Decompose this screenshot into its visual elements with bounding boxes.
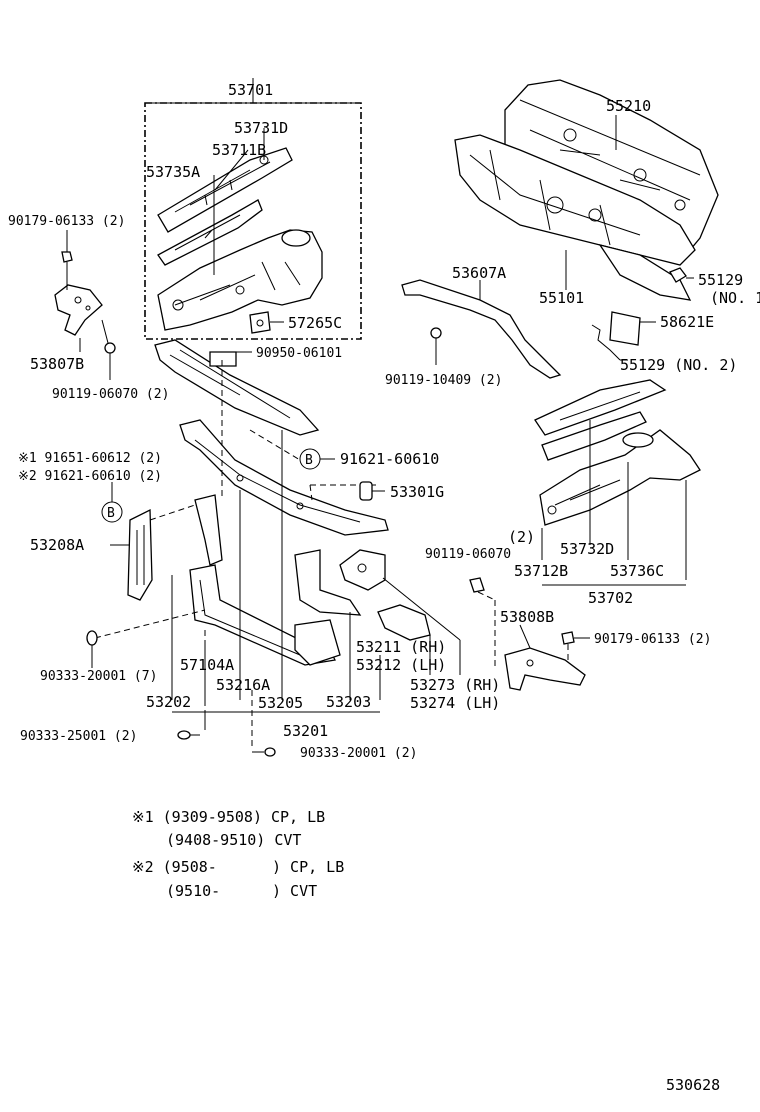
part-53732D-drawing <box>534 379 667 436</box>
note-1-line-a: ※1 (9309-9508) CP, LB <box>132 808 325 826</box>
label-53732D: 53732D <box>560 540 614 558</box>
part-53607A-drawing <box>401 279 562 379</box>
part-53735A-drawing <box>157 229 323 331</box>
label-55129-no1: 55129 <box>698 271 743 289</box>
part-53211-drawing <box>377 604 431 641</box>
bolt-90119-10409 <box>430 327 442 365</box>
label-90333-20001-2: 90333-20001 (2) <box>300 746 417 761</box>
label-53208A: 53208A <box>30 536 84 554</box>
label-53735A: 53735A <box>146 163 200 181</box>
part-53208A-drawing <box>127 508 153 601</box>
part-53807B-drawing <box>54 284 103 336</box>
part-53731D-drawing <box>157 147 293 233</box>
part-57265C-drawing <box>249 311 271 334</box>
label-B-left: B <box>107 506 115 521</box>
label-55129-no2: 55129 (NO. 2) <box>620 356 737 374</box>
label-90950-06101: 90950-06101 <box>256 346 342 361</box>
label-90333-20001-7: 90333-20001 (7) <box>40 669 157 684</box>
label-53607A: 53607A <box>452 264 506 282</box>
label-53711B: 53711B <box>212 141 266 159</box>
label-53712B: 53712B <box>514 562 568 580</box>
label-53701: 53701 <box>228 81 273 99</box>
label-53201: 53201 <box>283 722 328 740</box>
figure-id: 530628 <box>666 1076 720 1094</box>
part-upper-rail-drawing <box>154 339 320 436</box>
part-53808B-drawing <box>504 647 586 691</box>
clip-90333-c <box>264 747 276 757</box>
clip-55129-no1 <box>669 267 694 283</box>
label-55210: 55210 <box>606 97 651 115</box>
note-1-line-b: (9408-9510) CVT <box>166 831 301 849</box>
bolt-90119-right <box>469 577 496 670</box>
part-58621E-drawing <box>609 311 656 346</box>
label-53736C: 53736C <box>610 562 664 580</box>
label-53216A: 53216A <box>216 676 270 694</box>
part-53273-drawing <box>339 549 386 591</box>
label-57265C: 57265C <box>288 314 342 332</box>
part-55101-drawing <box>454 134 696 301</box>
label-90119-06070-right: 90119-06070 <box>425 547 511 562</box>
label-90119-06070-left: 90119-06070 (2) <box>52 387 169 402</box>
label-53273-rh: 53273 (RH) <box>410 676 500 694</box>
label-note2-bolt: ※2 91621-60610 (2) <box>18 469 162 484</box>
part-57104A-drawing <box>194 494 223 566</box>
label-53212-lh: 53212 (LH) <box>356 656 446 674</box>
clip-53301G <box>359 481 385 501</box>
label-90119-10409: 90119-10409 (2) <box>385 373 502 388</box>
label-90179-06133-left: 90179-06133 (2) <box>8 214 125 229</box>
note-2-line-b-suffix: ) CVT <box>272 882 317 900</box>
bolt-90119-left <box>101 319 116 380</box>
label-53807B: 53807B <box>30 355 84 373</box>
label-53301G: 53301G <box>390 483 444 501</box>
label-53205: 53205 <box>258 694 303 712</box>
clip-55129-no2 <box>591 324 628 361</box>
label-53808B: 53808B <box>500 608 554 626</box>
label-55101: 55101 <box>539 289 584 307</box>
label-91621-60610: 91621-60610 <box>340 450 439 468</box>
note-2-line-a-suffix: ) CP, LB <box>272 858 344 876</box>
label-53702: 53702 <box>588 589 633 607</box>
label-53203: 53203 <box>326 693 371 711</box>
label-90333-25001: 90333-25001 (2) <box>20 729 137 744</box>
label-53211-rh: 53211 (RH) <box>356 638 446 656</box>
clip-90333-b <box>177 730 191 740</box>
label-B-right: B <box>305 453 313 468</box>
label-57104A: 57104A <box>180 656 234 674</box>
nut-90179-left <box>61 251 73 263</box>
part-53201-drawing <box>179 419 389 536</box>
label-90179-06133-right: 90179-06133 (2) <box>594 632 711 647</box>
part-53736C-drawing <box>539 429 701 526</box>
label-53274-lh: 53274 (LH) <box>410 694 500 712</box>
label-qty-2: (2) <box>508 528 535 546</box>
note-2-line-b: (9510- <box>166 882 220 900</box>
clip-90333-a <box>86 630 98 668</box>
part-53203-drawing <box>294 549 362 666</box>
label-53202: 53202 <box>146 693 191 711</box>
label-note1-bolt: ※1 91651-60612 (2) <box>18 451 162 466</box>
part-53711B-drawing <box>157 199 263 266</box>
label-no1: (NO. 1 <box>710 289 760 307</box>
label-58621E: 58621E <box>660 313 714 331</box>
note-2-line-a: ※2 (9508- <box>132 858 217 876</box>
part-53712B-drawing <box>541 411 647 461</box>
nut-90179-right <box>561 631 590 660</box>
label-53731D: 53731D <box>234 119 288 137</box>
